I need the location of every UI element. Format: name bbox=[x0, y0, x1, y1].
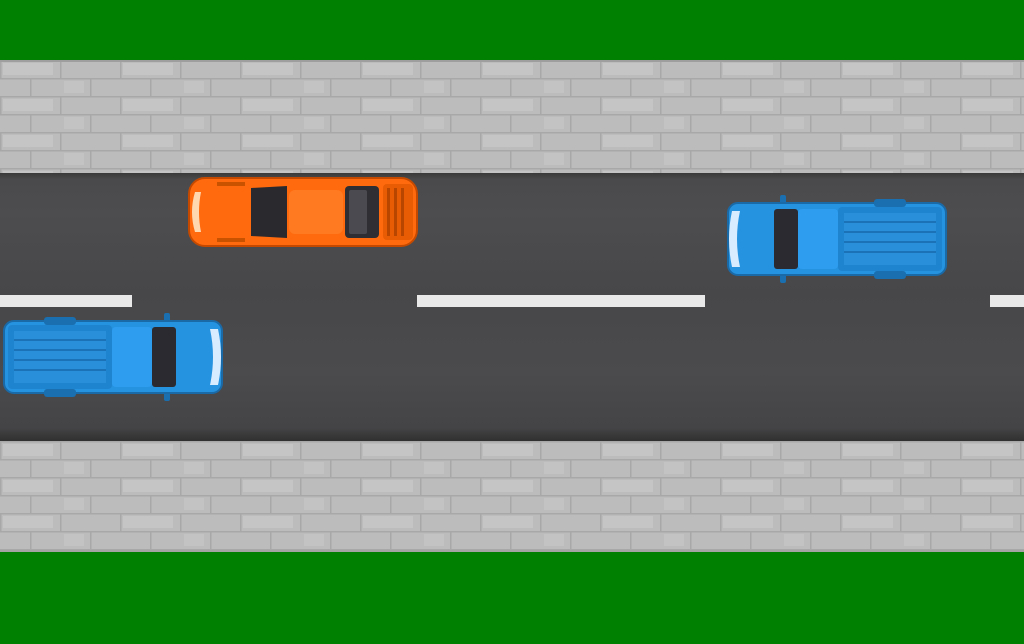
blue-pickup-truck-bottom bbox=[2, 311, 224, 403]
grass-bottom bbox=[0, 552, 1024, 644]
orange-sports-car bbox=[187, 174, 419, 250]
lane-marking bbox=[417, 295, 705, 307]
sidewalk-bottom bbox=[0, 441, 1024, 552]
grass-top bbox=[0, 0, 1024, 60]
lane-marking bbox=[990, 295, 1024, 307]
sidewalk-top bbox=[0, 60, 1024, 173]
blue-pickup-truck-top bbox=[726, 193, 948, 285]
lane-marking bbox=[0, 295, 132, 307]
